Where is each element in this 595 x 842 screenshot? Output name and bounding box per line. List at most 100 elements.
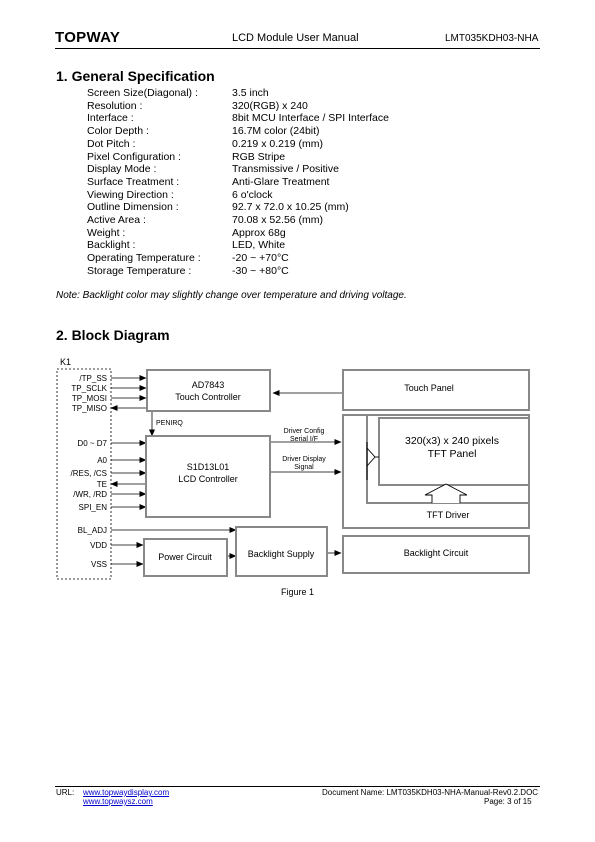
touch-controller-label: Touch Controller	[175, 392, 241, 402]
spec-value: 92.7 x 72.0 x 10.25 (mm)	[232, 201, 349, 214]
spec-row: Dot Pitch : 0.219 x 0.219 (mm)	[87, 138, 389, 151]
signal-labels: PENIRQ Driver Config Serial I/F Driver D…	[156, 420, 326, 471]
spec-row: Backlight : LED, White	[87, 239, 389, 252]
spec-value: -20 ~ +70°C	[232, 252, 289, 265]
spec-value: 3.5 inch	[232, 87, 269, 99]
connector-label: K1	[60, 357, 71, 367]
pin-label: D0 ~ D7	[77, 439, 107, 448]
tft-panel-label: TFT Panel	[428, 448, 477, 460]
spec-label: Storage Temperature :	[87, 264, 192, 277]
spec-label: Operating Temperature :	[87, 252, 201, 265]
spec-label: Display Mode :	[87, 163, 157, 176]
driver-up-arrow	[424, 483, 468, 503]
spec-row: Screen Size(Diagonal) : 3.5 inch	[87, 87, 389, 100]
footer-divider	[55, 786, 540, 787]
pin-label: TP_MISO	[72, 404, 107, 413]
tft-driver-label: TFT Driver	[427, 510, 470, 520]
spec-value: 16.7M color (24bit)	[232, 125, 320, 138]
spec-row: Resolution : 320(RGB) x 240	[87, 100, 389, 113]
tft-panel-label: 320(x3) x 240 pixels	[405, 435, 499, 447]
spec-value: Approx 68g	[232, 226, 286, 239]
backlight-supply-box	[235, 526, 328, 577]
spec-row: Viewing Direction :6 o'clock	[87, 189, 389, 202]
pin-label: TP_SCLK	[71, 384, 107, 393]
footer-link-topwaydisplay[interactable]: www.topwaydisplay.com	[83, 788, 170, 797]
spec-label: Pixel Configuration :	[87, 150, 181, 163]
spec-value: 70.08 x 52.56 (mm)	[232, 214, 324, 227]
spec-label: Backlight :	[87, 239, 136, 252]
box-labels: AD7843 Touch Controller Touch Panel S1D1…	[158, 380, 499, 562]
lcd-controller-label: LCD Controller	[178, 474, 238, 484]
pin-label: SPI_EN	[79, 503, 108, 512]
spec-label: Screen Size(Diagonal) :	[87, 87, 198, 99]
spec-list: Screen Size(Diagonal) : 3.5 inch Resoluti…	[87, 87, 389, 278]
tft-module-box	[342, 414, 530, 529]
figure-caption: Figure 1	[281, 587, 315, 597]
power-circuit-label: Power Circuit	[158, 552, 212, 562]
driver-config-label: Serial I/F	[290, 436, 318, 443]
spec-label: Dot Pitch :	[87, 137, 136, 150]
spec-row: Active Area : 70.08 x 52.56 (mm)	[87, 214, 389, 227]
header-model: LMT035KDH03-NHA	[445, 33, 539, 44]
backlight-note: Note: Backlight color may slightly chang…	[56, 290, 407, 301]
spec-label: Active Area :	[87, 214, 146, 227]
footer-page-number: Page: 3 of 15	[484, 797, 532, 806]
backlight-circuit-box	[342, 535, 530, 574]
driver-display-label: Driver Display	[282, 456, 326, 463]
touch-panel-label: Touch Panel	[404, 383, 454, 393]
pin-label: VDD	[90, 541, 107, 550]
spec-value: -30 ~ +80°C	[232, 264, 289, 277]
pin-label: TE	[97, 480, 107, 489]
signal-lines	[110, 375, 342, 567]
footer-document-name: Document Name: LMT035KDH03-NHA-Manual-Re…	[322, 788, 539, 797]
spec-row: Storage Temperature : -30 ~ +80°C	[87, 265, 389, 278]
spec-row: Interface :8bit MCU Interface / SPI Inte…	[87, 112, 389, 125]
driver-fanout-arrow	[366, 442, 379, 480]
pin-label: A0	[97, 456, 107, 465]
section-title-general-spec: 1. General Specification	[56, 68, 215, 84]
pin-labels: /TP_SS TP_SCLK TP_MOSI TP_MISO D0 ~ D7 A…	[71, 374, 108, 569]
spec-label: Outline Dimension :	[87, 201, 179, 214]
power-circuit-box	[143, 538, 228, 577]
spec-value: 0.219 x 0.219 (mm)	[232, 137, 324, 150]
spec-value: RGB Stripe	[232, 150, 286, 163]
spec-label: Surface Treatment :	[87, 175, 180, 188]
spec-label: Viewing Direction :	[87, 188, 174, 201]
tft-panel-box	[378, 417, 530, 486]
header-divider	[55, 48, 540, 49]
spec-label: Color Depth :	[87, 125, 149, 138]
penirq-label: PENIRQ	[156, 420, 183, 427]
touch-panel-box	[342, 369, 530, 411]
backlight-supply-label: Backlight Supply	[248, 549, 315, 559]
pin-label: /WR, /RD	[73, 490, 107, 499]
pin-label: /RES, /CS	[71, 469, 107, 478]
spec-row: Color Depth : 16.7M color (24bit)	[87, 125, 389, 138]
spec-row: Weight : Approx 68g	[87, 227, 389, 240]
topway-logo: TOPWAY	[55, 29, 121, 46]
touch-controller-label: AD7843	[192, 380, 225, 390]
spec-row: Surface Treatment : Anti-Glare Treatment	[87, 176, 389, 189]
spec-value: 320(RGB) x 240	[232, 99, 308, 112]
spec-row: Display Mode : Transmissive / Positive	[87, 163, 389, 176]
lcd-controller-box	[145, 435, 271, 518]
pin-label: VSS	[91, 560, 107, 569]
header-title: LCD Module User Manual	[232, 32, 359, 44]
spec-label: Weight :	[87, 226, 126, 239]
spec-value: Transmissive / Positive	[232, 163, 339, 176]
spec-value: 8bit MCU Interface / SPI Interface	[232, 112, 389, 125]
pin-label: BL_ADJ	[78, 526, 107, 535]
spec-value: LED, White	[232, 239, 286, 252]
driver-config-label: Driver Config	[284, 428, 325, 435]
pin-label: /TP_SS	[79, 374, 107, 383]
pin-label: TP_MOSI	[72, 394, 107, 403]
backlight-circuit-label: Backlight Circuit	[404, 548, 469, 558]
footer-url-label: URL:	[56, 788, 75, 797]
driver-display-label: Signal	[294, 464, 314, 471]
spec-label: Resolution :	[87, 99, 143, 112]
spec-row: Outline Dimension : 92.7 x 72.0 x 10.25 (…	[87, 201, 389, 214]
footer-link-topwaysz[interactable]: www.topwaysz.com	[83, 797, 153, 806]
spec-value: Anti-Glare Treatment	[232, 175, 330, 188]
lcd-controller-label: S1D13L01	[187, 462, 230, 472]
